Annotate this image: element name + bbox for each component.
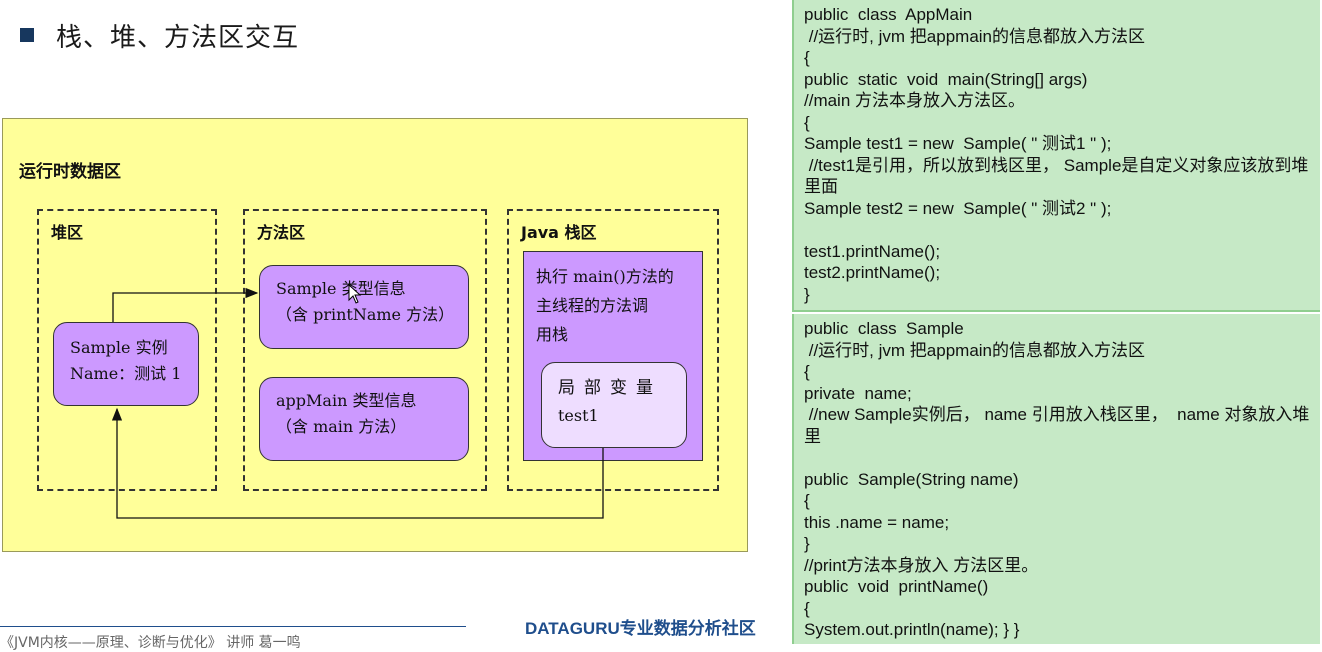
sample-type-info-line2: （含 printName 方法） (276, 305, 455, 324)
code-line: //test1是引用，所以放到栈区里， Sample是自定义对象应该放到堆里面 (804, 155, 1309, 197)
sample-code-panel: public class Sample //运行时, jvm 把appmain的… (792, 314, 1320, 644)
code-line: } (804, 284, 810, 304)
code-line: { (804, 491, 810, 510)
code-line: //main 方法本身放入方法区。 (804, 91, 1026, 110)
code-line: public Sample(String name) (804, 469, 1019, 489)
appmain-type-info-line1: appMain 类型信息 (276, 391, 417, 410)
code-line: //运行时, jvm 把appmain的信息都放入方法区 (804, 340, 1145, 360)
square-bullet-icon (20, 28, 34, 42)
code-line: public class AppMain (804, 5, 973, 24)
code-line: System.out.println(name); } } (804, 620, 1020, 639)
test1-to-instance-arrow (111, 407, 604, 519)
code-line: private name; (804, 383, 912, 403)
code-line: public class Sample (804, 319, 964, 338)
code-line: //运行时, jvm 把appmain的信息都放入方法区 (804, 26, 1145, 46)
code-line: { (804, 112, 810, 132)
runtime-data-area: 运行时数据区 堆区 方法区 Java 栈区 Sample 实例 Name：测试 … (2, 118, 748, 552)
method-region-label: 方法区 (257, 223, 306, 242)
slide-title-text: 栈、堆、方法区交互 (56, 22, 300, 53)
appmain-type-info-line2: （含 main 方法） (276, 417, 407, 436)
code-line: //new Sample实例后， name 引用放入栈区里， name 对象放入… (804, 405, 1310, 446)
java-stack-region: Java 栈区 (507, 209, 719, 491)
code-line: public static void main(String[] args) (804, 69, 1088, 89)
code-line: //print方法本身放入 方法区里。 (804, 555, 1039, 575)
local-variable-test1: test1 (558, 406, 599, 425)
footer-course-title: 《JVM内核——原理、诊断与优化》 讲师 葛一鸣 (0, 635, 301, 651)
code-line (804, 219, 1312, 241)
code-line: test1.printName(); (804, 241, 941, 261)
code-line: { (804, 362, 810, 381)
appmain-type-info-box: appMain 类型信息 （含 main 方法） (259, 377, 469, 461)
code-line: Sample test1 = new Sample( " 测试1 " ); (804, 134, 1112, 153)
main-stack-line3: 用栈 (536, 325, 569, 344)
slide-title: 栈、堆、方法区交互 (20, 18, 300, 53)
code-line: Sample test2 = new Sample( " 测试2 " ); (804, 198, 1112, 218)
runtime-area-title: 运行时数据区 (19, 162, 121, 182)
footer-brand: DATAGURU专业数据分析社区 (525, 619, 756, 638)
java-stack-region-label: Java 栈区 (521, 223, 597, 242)
heap-region-label: 堆区 (51, 223, 84, 242)
sample-instance-box: Sample 实例 Name：测试 1 (53, 322, 199, 406)
local-variables-title: 局部变量 (558, 378, 662, 398)
code-line: } (804, 534, 810, 553)
sample-type-info-box: Sample 类型信息 （含 printName 方法） (259, 265, 469, 349)
code-line: this .name = name; (804, 512, 950, 532)
reference-arrows (111, 287, 604, 519)
sample-type-info-line1: Sample 类型信息 (276, 279, 406, 298)
code-line: test2.printName(); (804, 263, 941, 282)
appmain-code-panel: public class AppMain //运行时, jvm 把appmain… (792, 0, 1320, 312)
footer-divider (0, 626, 466, 627)
code-line: { (804, 598, 810, 618)
instance-to-type-arrow (112, 287, 259, 322)
main-stack-line1: 执行 main()方法的 (536, 267, 674, 286)
method-region: 方法区 (243, 209, 487, 491)
code-line (804, 447, 1312, 469)
heap-region: 堆区 (37, 209, 217, 491)
main-stack-line2: 主线程的方法调 (536, 296, 649, 315)
sample-instance-line2: Name：测试 1 (70, 364, 182, 383)
code-line: { (804, 48, 810, 67)
local-variables-box: 局部变量 test1 (541, 362, 687, 448)
code-line: public void printName() (804, 577, 989, 596)
sample-instance-line1: Sample 实例 (70, 338, 168, 357)
